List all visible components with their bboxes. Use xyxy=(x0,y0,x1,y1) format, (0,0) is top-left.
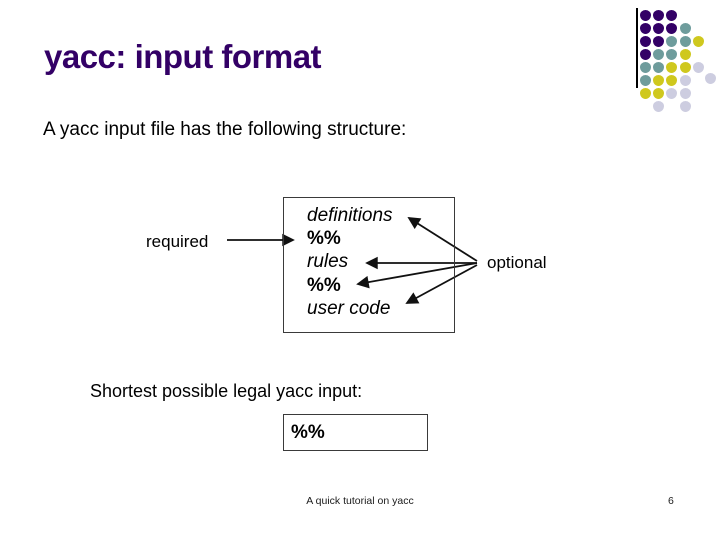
ornament-dot xyxy=(639,35,651,47)
ornament-dot xyxy=(652,100,664,112)
ornament-dot xyxy=(666,87,678,99)
required-label: required xyxy=(146,232,209,251)
ornament-dot xyxy=(652,48,664,60)
ornament-dot xyxy=(679,35,691,47)
ornament-dot xyxy=(639,22,651,34)
slide-title: yacc: input format xyxy=(44,38,322,75)
ornament-dot xyxy=(639,61,651,73)
shortest-input-caption: Shortest possible legal yacc input: xyxy=(90,381,363,401)
ornament-dot xyxy=(652,9,664,21)
structure-box: definitions %% rules %% user code xyxy=(283,197,455,333)
ornament-dot xyxy=(679,48,691,60)
ornament-dot xyxy=(666,9,678,21)
ornament-dot xyxy=(652,74,664,86)
optional-label: optional xyxy=(487,253,547,272)
ornament-dot xyxy=(652,61,664,73)
page-number: 6 xyxy=(668,495,674,507)
footer-title: A quick tutorial on yacc xyxy=(306,495,414,507)
ornament-dot xyxy=(666,22,678,34)
ornament-dot xyxy=(652,22,664,34)
ornament-dot xyxy=(639,9,651,21)
ornament-dot xyxy=(704,72,716,84)
structure-line-rules: rules xyxy=(307,251,349,273)
shortest-input-box: %% xyxy=(283,414,428,451)
ornament-dot xyxy=(639,48,651,60)
ornament-dot xyxy=(639,74,651,86)
ornament-dot xyxy=(652,87,664,99)
ornament-dot xyxy=(679,22,691,34)
slide-subtitle: A yacc input file has the following stru… xyxy=(43,119,407,140)
ornament-dot xyxy=(666,74,678,86)
ornament-dot xyxy=(679,74,691,86)
ornament-dot xyxy=(679,87,691,99)
ornament-dot xyxy=(679,100,691,112)
ornament-dot xyxy=(679,61,691,73)
structure-line-first-percent: %% xyxy=(307,228,341,250)
structure-line-second-percent: %% xyxy=(307,274,341,296)
shortest-input-text: %% xyxy=(291,421,325,443)
structure-line-user-code: user code xyxy=(307,297,391,319)
ornament-dot xyxy=(666,61,678,73)
ornament-dot xyxy=(666,35,678,47)
ornament-dot xyxy=(693,35,705,47)
structure-line-definitions: definitions xyxy=(307,205,393,226)
ornament-dot xyxy=(652,35,664,47)
ornament-dot xyxy=(639,87,651,99)
ornament-dot xyxy=(666,48,678,60)
ornament-vertical-line xyxy=(636,8,638,88)
ornament-dot xyxy=(693,61,705,73)
